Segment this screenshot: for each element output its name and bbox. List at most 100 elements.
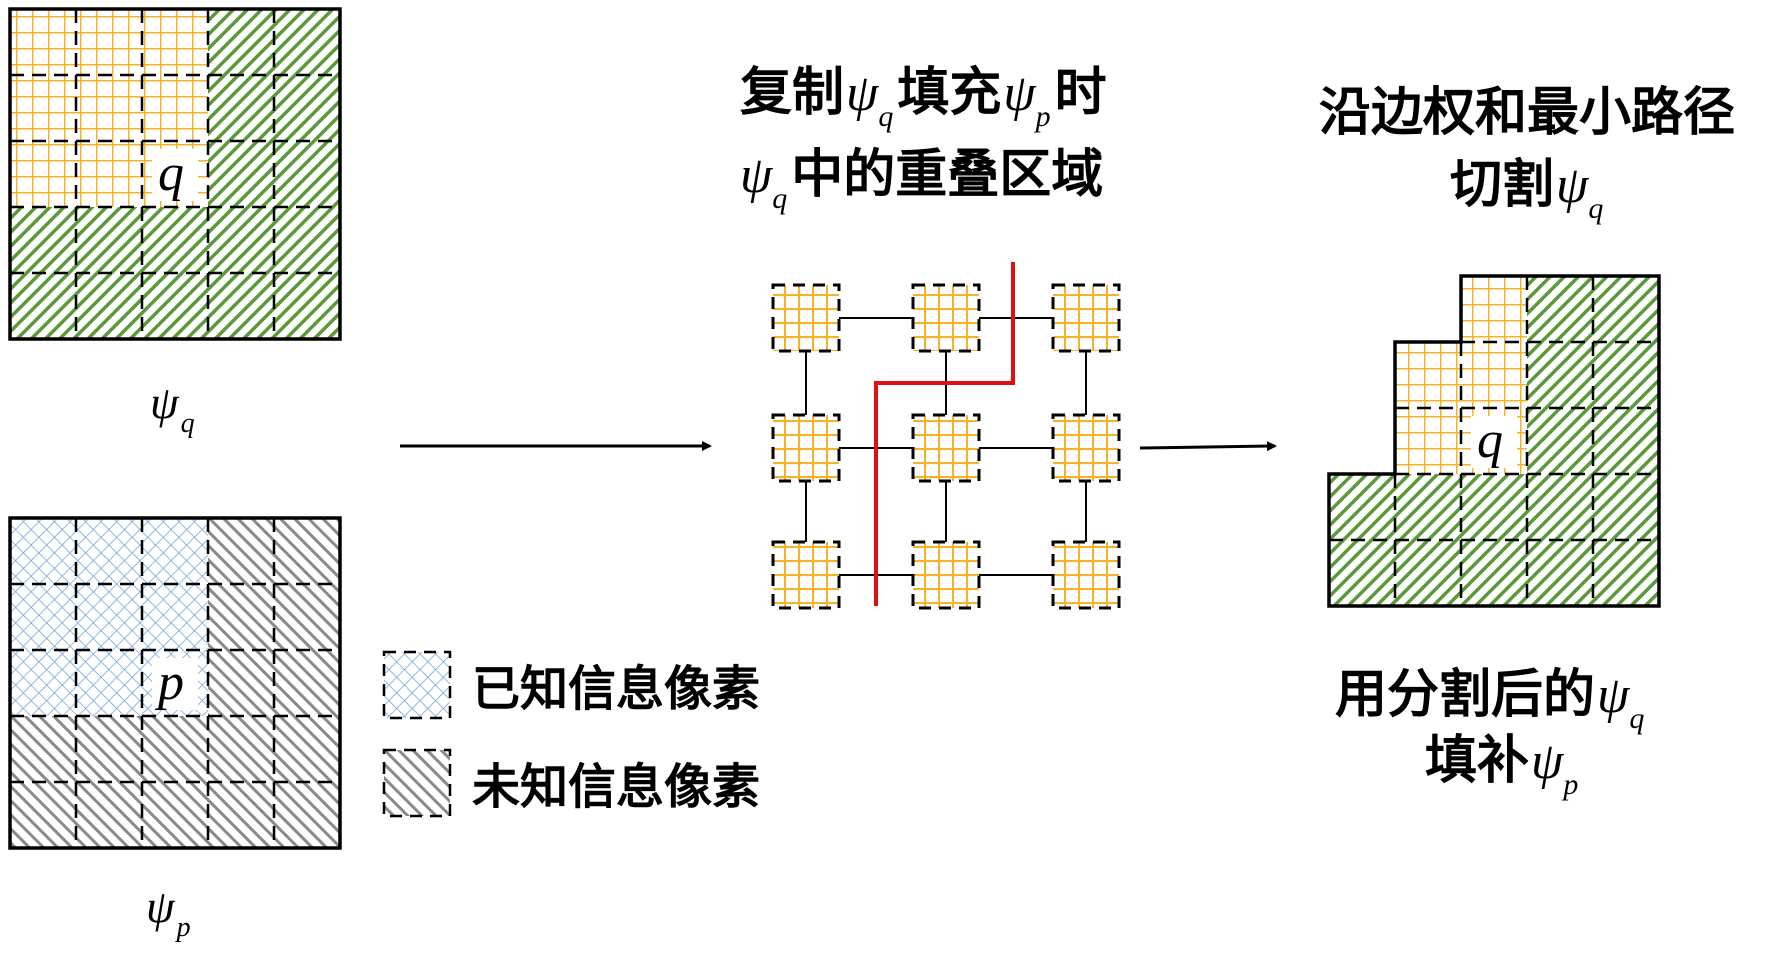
result-known-cell <box>1395 408 1461 474</box>
psi-q-known-cell <box>76 141 142 207</box>
psi-p-center-label-bg <box>152 658 198 710</box>
result-title: 沿边权和最小路径 切割ψq <box>1319 83 1735 225</box>
result-filled-cell <box>1461 540 1527 606</box>
legend-item-known: 已知信息像素 <box>382 650 760 720</box>
psi-p-patch-grid: p <box>8 516 342 850</box>
minimum-cut-path <box>874 262 1015 606</box>
psi-q-unknown-cell <box>208 273 274 339</box>
psi-p-unknown-cell <box>208 782 274 848</box>
legend: 已知信息像素 未知信息像素 <box>382 650 760 818</box>
result-filled-cell <box>1527 540 1593 606</box>
graph-node <box>773 285 839 351</box>
psi-p-caption: ψp <box>146 881 191 943</box>
psi-p-known-cell <box>10 584 76 650</box>
result-filled-cell <box>1329 540 1395 606</box>
psi-q-patch-grid: q <box>8 7 342 341</box>
result-caption-line1: 用分割后的ψq <box>1335 665 1644 735</box>
psi-p-unknown-cell <box>208 650 274 716</box>
result-filled-cell <box>1395 474 1461 540</box>
psi-p-unknown-cell <box>76 716 142 782</box>
psi-q-unknown-cell <box>208 9 274 75</box>
result-filled-cell <box>1395 540 1461 606</box>
psi-q-unknown-cell <box>10 273 76 339</box>
graph-node <box>1053 285 1119 351</box>
result-title-line2: 切割ψq <box>1450 155 1603 225</box>
result-cut-patch: q <box>1327 274 1661 608</box>
psi-p-known-cell <box>142 518 208 584</box>
graph-node <box>1053 542 1119 608</box>
graph-node <box>913 285 979 351</box>
psi-q-known-cell <box>142 9 208 75</box>
result-filled-cell <box>1461 474 1527 540</box>
result-center-label-bg <box>1471 416 1517 468</box>
arrow-to-result <box>1139 441 1277 452</box>
psi-q-unknown-cell <box>274 75 340 141</box>
psi-p-unknown-cell <box>274 782 340 848</box>
psi-q-known-cell <box>10 9 76 75</box>
psi-p-unknown-cell <box>142 782 208 848</box>
result-filled-cell <box>1527 408 1593 474</box>
legend-swatch-unknown-border <box>382 748 452 818</box>
psi-q-unknown-cell <box>76 273 142 339</box>
psi-q-center-label: q <box>158 145 184 202</box>
psi-p-unknown-cell <box>274 716 340 782</box>
psi-q-unknown-cell <box>274 9 340 75</box>
psi-q-unknown-cell <box>208 141 274 207</box>
psi-q-unknown-cell <box>142 207 208 273</box>
result-filled-cell <box>1329 474 1395 540</box>
psi-p-border <box>8 516 342 850</box>
psi-p-known-cell <box>10 650 76 716</box>
psi-p-caption-subscript: p <box>175 912 191 943</box>
psi-p-center-label: p <box>154 654 184 711</box>
psi-p-unknown-cell <box>208 584 274 650</box>
psi-q-unknown-cell <box>274 207 340 273</box>
psi-q-center-label-bg <box>152 149 198 201</box>
psi-p-known-cell <box>76 518 142 584</box>
psi-q-known-cell <box>76 75 142 141</box>
result-filled-cell <box>1593 540 1659 606</box>
overlap-title-line2: ψq中的重叠区域 <box>740 145 1103 215</box>
psi-p-unknown-cell <box>208 716 274 782</box>
graph-node-border <box>1051 413 1121 483</box>
psi-q-known-cell <box>10 141 76 207</box>
psi-q-known-cell <box>142 75 208 141</box>
legend-swatch-known <box>384 652 450 718</box>
psi-q-known-cell <box>10 75 76 141</box>
legend-label-unknown: 未知信息像素 <box>472 759 760 815</box>
graph-node <box>913 415 979 481</box>
legend-swatch-unknown <box>384 750 450 816</box>
result-border <box>1327 274 1661 608</box>
legend-swatch-known-border <box>382 650 452 720</box>
overlap-title-line1: 复制ψq填充ψp时 <box>740 63 1107 133</box>
graph-node <box>773 542 839 608</box>
psi-q-unknown-cell <box>76 207 142 273</box>
psi-q-caption: ψq <box>150 377 195 439</box>
overlap-node-graph <box>771 262 1121 610</box>
graph-node-border <box>771 540 841 610</box>
result-filled-cell <box>1593 342 1659 408</box>
psi-q-known-cell <box>76 9 142 75</box>
graph-node-border <box>911 540 981 610</box>
psi-q-unknown-cell <box>274 141 340 207</box>
result-filled-cell <box>1527 474 1593 540</box>
result-known-cell <box>1395 342 1461 408</box>
psi-p-unknown-cell <box>274 584 340 650</box>
psi-p-unknown-cell <box>274 518 340 584</box>
psi-q-border <box>8 7 342 341</box>
result-known-cell <box>1461 276 1527 342</box>
psi-q-unknown-cell <box>208 75 274 141</box>
result-filled-cell <box>1593 408 1659 474</box>
psi-p-known-cell <box>76 584 142 650</box>
psi-p-unknown-cell <box>76 782 142 848</box>
psi-p-unknown-cell <box>142 716 208 782</box>
result-caption: 用分割后的ψq 填补ψp <box>1335 665 1644 801</box>
psi-p-caption-symbol: ψ <box>146 881 176 932</box>
psi-p-unknown-cell <box>10 716 76 782</box>
psi-p-known-cell <box>10 518 76 584</box>
psi-q-unknown-cell <box>10 207 76 273</box>
graph-node-border <box>911 413 981 483</box>
result-caption-line2: 填补ψp <box>1425 731 1578 801</box>
psi-p-unknown-cell <box>208 518 274 584</box>
psi-q-unknown-cell <box>142 273 208 339</box>
